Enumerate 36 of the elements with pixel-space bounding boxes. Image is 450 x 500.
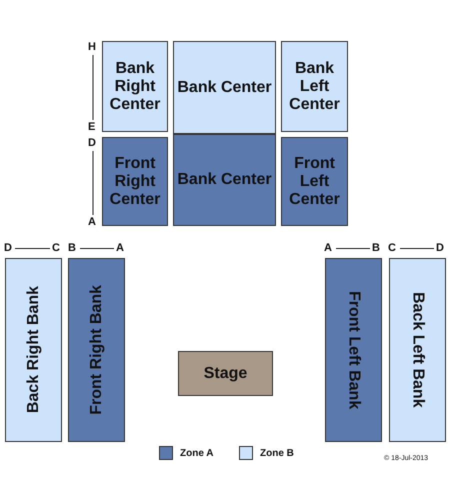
seating-section — [68, 258, 125, 442]
stage-block — [178, 351, 273, 396]
section-label: Front Left Bank — [344, 290, 362, 410]
row-letter: H — [88, 42, 96, 53]
row-letter: A — [116, 243, 124, 254]
row-letter: D — [88, 138, 96, 149]
section-label: Bank Left Center — [288, 60, 341, 114]
seating-section — [102, 137, 168, 226]
section-label: Front Right Bank — [88, 285, 106, 415]
row-letter: C — [388, 243, 396, 254]
row-letter: A — [324, 243, 332, 254]
section-label: Front Left Center — [288, 154, 341, 208]
row-letter: C — [52, 243, 60, 254]
section-label: Front Right Center — [108, 154, 162, 208]
section-label: Back Left Bank — [408, 292, 426, 408]
section-label: Bank Center — [177, 171, 272, 189]
legend-label: Zone A — [180, 448, 214, 459]
seating-section — [173, 41, 276, 134]
row-letter: B — [68, 243, 76, 254]
seating-section — [281, 41, 348, 132]
row-letter: A — [88, 217, 96, 228]
row-letter: E — [88, 122, 96, 133]
seating-section — [102, 41, 168, 132]
row-letter: B — [372, 243, 380, 254]
seating-section — [5, 258, 62, 442]
seating-section — [325, 258, 382, 442]
section-label: Back Right Bank — [24, 286, 42, 414]
seating-section — [173, 134, 276, 226]
section-label: Bank Right Center — [108, 60, 162, 114]
row-letter: D — [4, 243, 12, 254]
seating-section — [281, 137, 348, 226]
seating-section — [389, 258, 446, 442]
section-label: Bank Center — [177, 78, 272, 96]
stage-label: Stage — [204, 364, 248, 382]
row-letter: D — [436, 243, 444, 254]
legend-label: Zone B — [260, 448, 294, 459]
